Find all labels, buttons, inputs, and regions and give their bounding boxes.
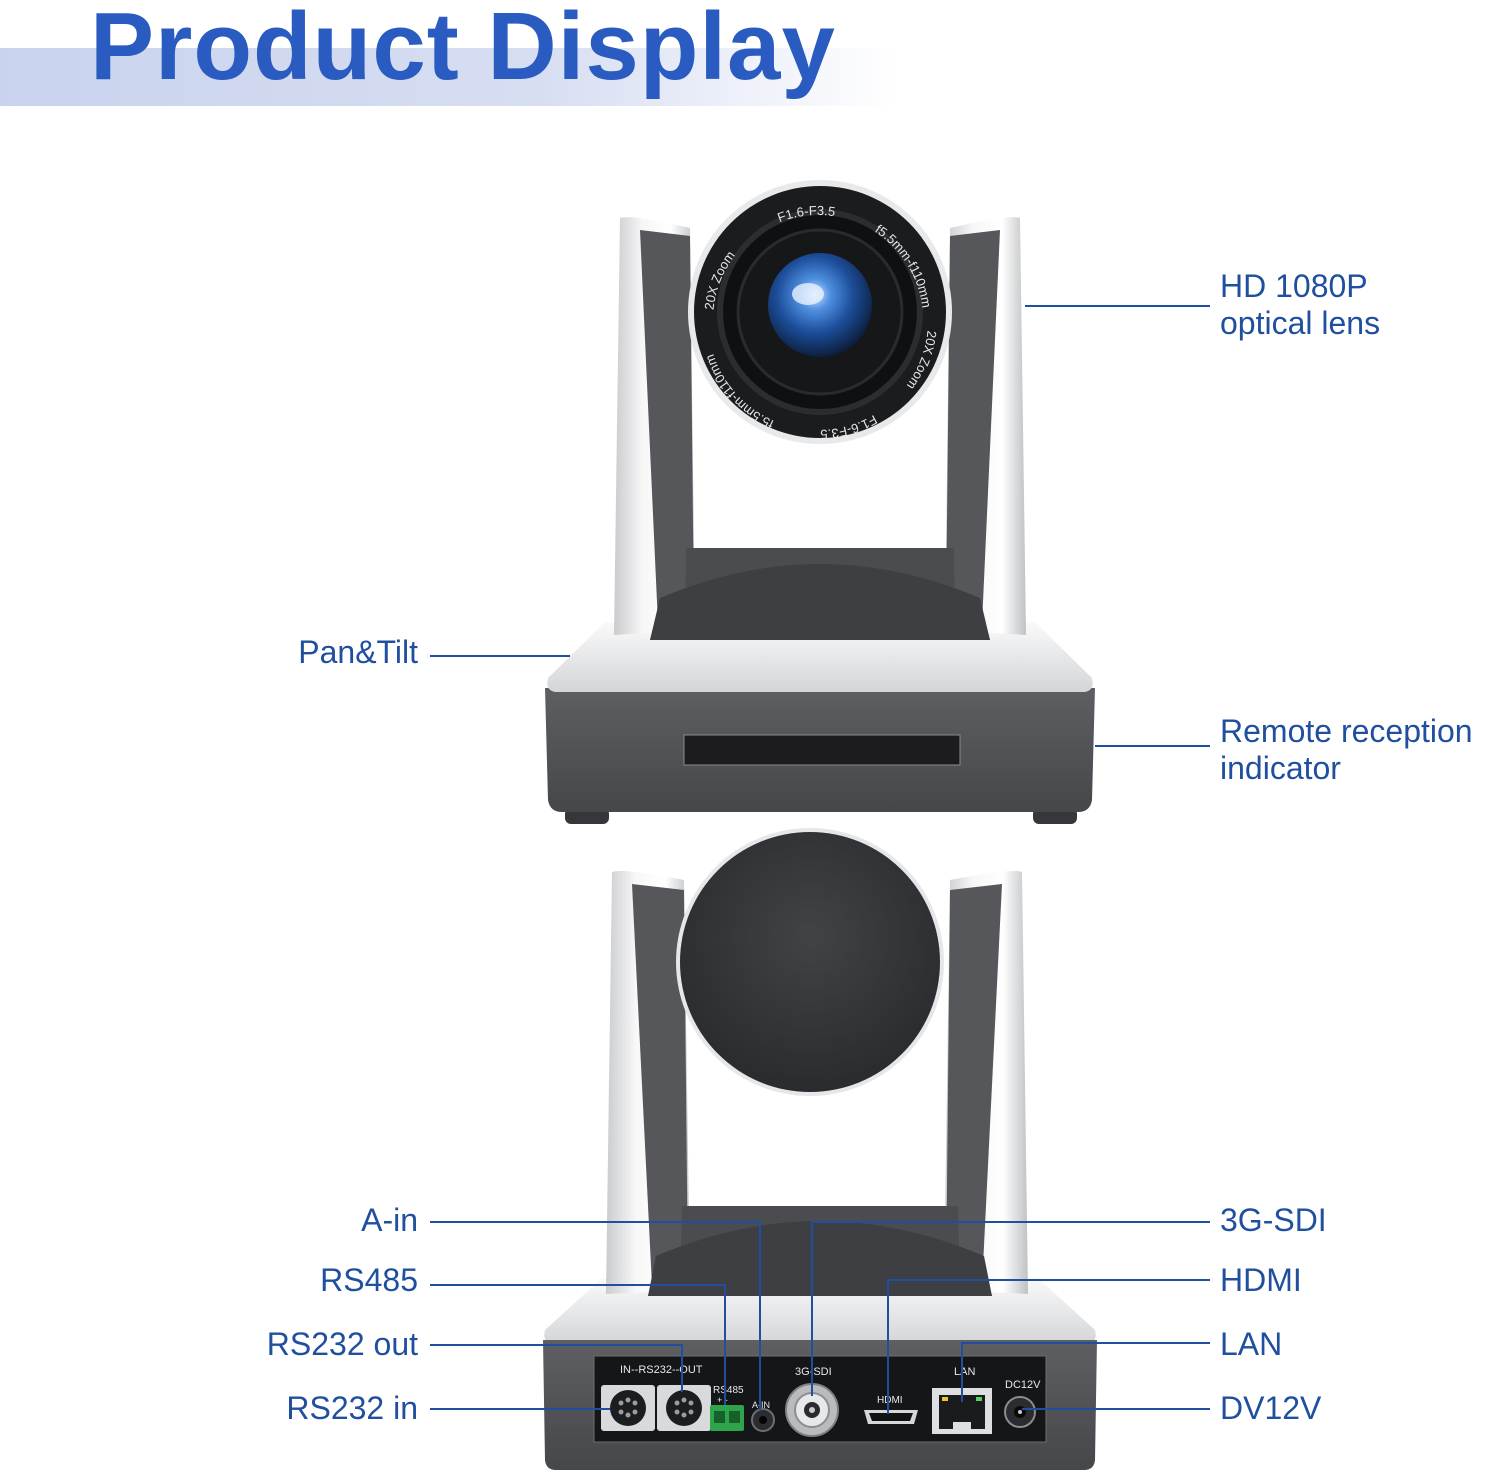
leader-hdmi [887,1279,1210,1414]
back-yoke-saddle-curve [648,1221,992,1296]
panel-label-lan: LAN [954,1366,975,1378]
callout-dc: DV12V [1220,1390,1322,1426]
rs232-in-port [601,1385,655,1431]
back-camera: IN--RS232--OUT RS485 + - A-IN 3G-SDI [543,828,1097,1470]
callout-a-in: A-in [361,1202,418,1238]
leader-rs232-out [430,1344,683,1392]
back-yoke-right-inner [946,884,1002,1286]
remote-reception-window [683,734,961,766]
lens-glass [768,253,872,357]
panel-label-dc: DC12V [1005,1379,1041,1391]
back-yoke-left-inner [632,884,688,1286]
panel-label-rs485: RS485 [713,1385,744,1396]
dc-power-jack [1004,1396,1036,1428]
callout-rs232-out: RS232 out [266,1326,418,1362]
lens-highlight [792,283,824,305]
callout-pan-tilt: Pan&Tilt [298,634,418,670]
front-yoke-left-inner [640,230,694,624]
panel-label-sdi: 3G-SDI [795,1366,832,1378]
leader-lan [961,1342,1210,1402]
panel-label-rs232: IN--RS232--OUT [620,1364,703,1376]
panel-label-hdmi: HDMI [877,1395,903,1406]
callout-rs485: RS485 [320,1262,418,1298]
front-camera: 20X Zoom F1.6-F3.5 f5.5mm-f110mm 20X Zoo… [545,180,1095,824]
callout-rs232-in: RS232 in [286,1390,418,1426]
hdmi-port [864,1410,918,1424]
callout-sdi: 3G-SDI [1220,1202,1327,1238]
callout-lens-line2: optical lens [1220,305,1381,341]
header-band [0,48,900,106]
page-title: Product Display [90,0,836,100]
rs485-terminal [710,1405,744,1431]
audio-in-jack [751,1408,775,1432]
callout-remote-line1: Remote reception [1220,713,1473,749]
leader-a-in [430,1221,761,1410]
back-head-disc [680,832,940,1092]
callout-lens-line1: HD 1080P [1220,268,1368,304]
lan-port [932,1388,992,1434]
callout-lens: HD 1080P optical lens [1220,268,1380,342]
front-yoke-saddle-curve [650,564,990,640]
callout-remote: Remote reception indicator [1220,713,1473,787]
leader-rs485 [430,1284,726,1405]
leader-sdi [811,1221,1210,1396]
front-yoke-right-inner [946,230,1000,624]
panel-label-rs485-polarity: + - [717,1395,728,1405]
callout-lan: LAN [1220,1326,1283,1362]
callout-remote-line2: indicator [1220,750,1341,786]
callout-hdmi: HDMI [1220,1262,1302,1298]
rs232-out-port [657,1385,711,1431]
